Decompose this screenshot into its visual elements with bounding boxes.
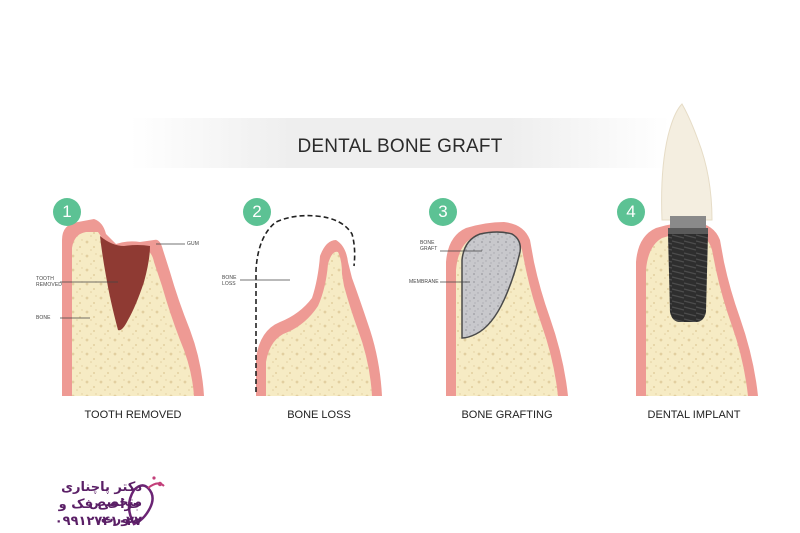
label-tooth-removed: TOOTH REMOVED <box>36 276 62 288</box>
stage-2-missing-bone-outline <box>255 214 356 392</box>
stage-3-badge: 3 <box>429 198 457 226</box>
stage-4-crown <box>661 103 713 221</box>
stage-2-illustration <box>255 214 382 396</box>
stage-4-abutment-edge <box>668 228 708 234</box>
logo-line-1: دکتر پاچناری متخصص <box>61 480 142 510</box>
label-bone-graft: BONE GRAFT <box>420 240 438 252</box>
label-membrane: MEMBRANE <box>409 279 439 285</box>
diagram-title: DENTAL BONE GRAFT <box>297 136 503 157</box>
logo-emblem <box>127 476 165 526</box>
stage-1-illustration <box>62 219 204 396</box>
stage-3-illustration <box>446 222 568 396</box>
label-gum: GUM <box>187 241 199 247</box>
stage-1-empty-socket <box>100 236 150 331</box>
stage-1-bone <box>72 232 194 396</box>
stage-4-badge: 4 <box>617 198 645 226</box>
stage-3-bone-graft <box>461 231 522 339</box>
logo-phone: ۰۹۹۱۲۷۴۱۰۲۷ <box>54 514 142 529</box>
stage-2-caption: BONE LOSS <box>287 409 351 421</box>
stage-4-caption: DENTAL IMPLANT <box>647 409 741 421</box>
stage-1-caption: TOOTH REMOVED <box>84 409 182 421</box>
label-bone: BONE <box>36 315 51 321</box>
stage-3-caption: BONE GRAFTING <box>461 409 553 421</box>
stage-4-implant-screw <box>668 234 708 322</box>
stage-2-badge: 2 <box>243 198 271 226</box>
pointer-lines <box>60 243 482 319</box>
stage-1-badge: 1 <box>53 198 81 226</box>
title-band <box>130 118 670 168</box>
stage-4-abutment <box>670 216 706 230</box>
stage-2-bone <box>266 251 372 396</box>
stage-4-illustration <box>636 103 758 396</box>
logo-line-2: جراحی فک و صورت <box>58 497 142 527</box>
label-bone-loss: BONE LOSS <box>222 275 237 287</box>
